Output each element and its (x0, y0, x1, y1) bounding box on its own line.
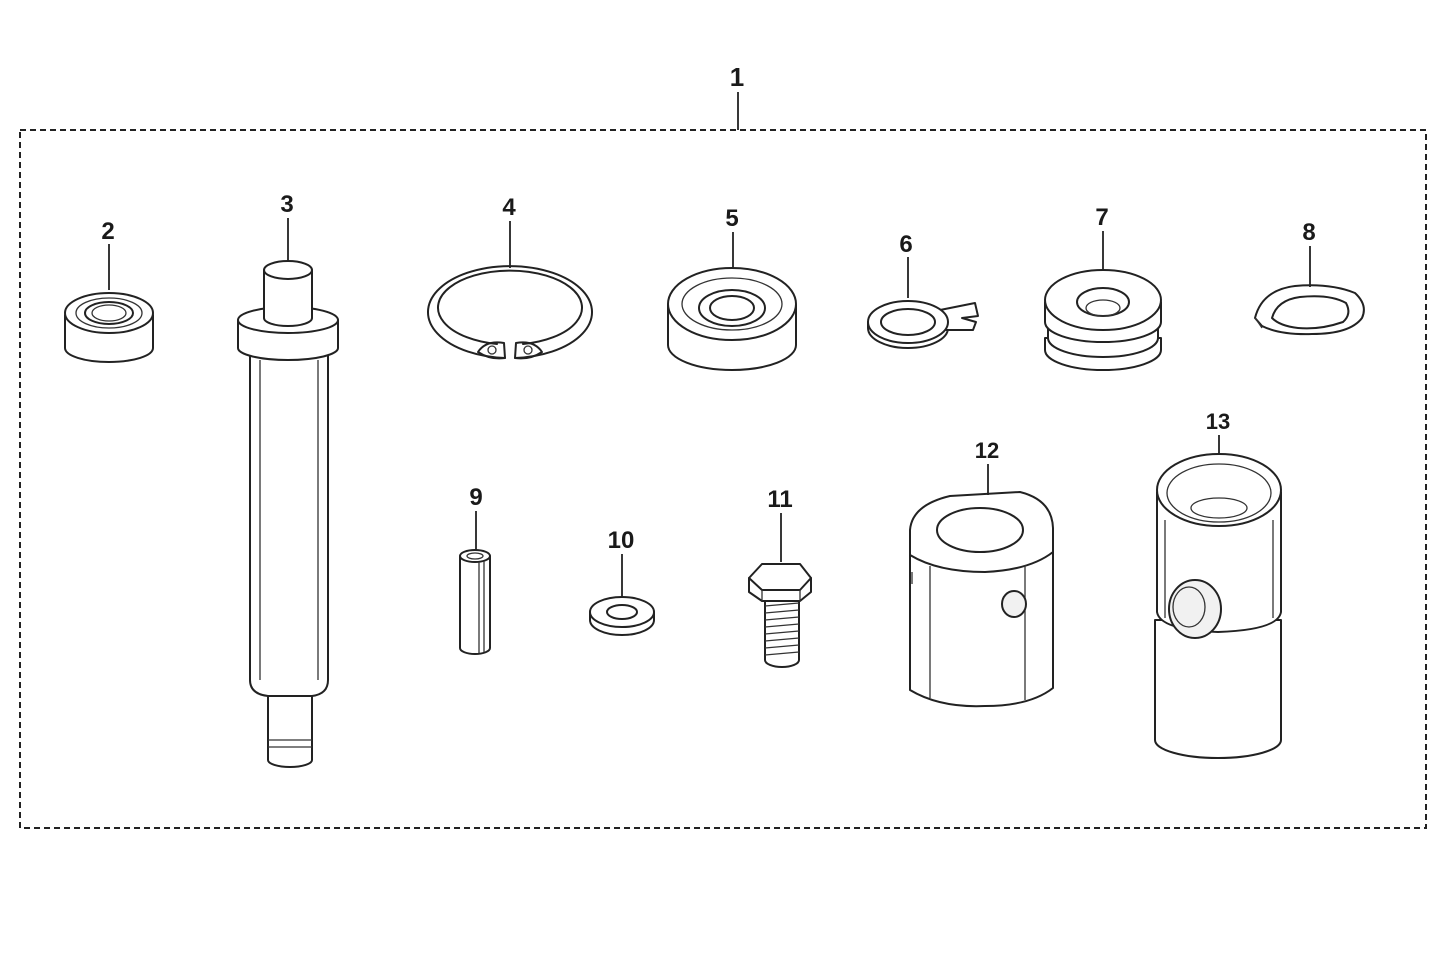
part-bearing-small (64, 292, 154, 363)
callout-7: 7 (1095, 204, 1108, 231)
callout-12: 12 (975, 438, 999, 463)
callout-10: 10 (608, 527, 635, 554)
kit-boundary (19, 129, 1427, 829)
callout-5: 5 (725, 205, 738, 232)
callout-4: 4 (502, 194, 516, 221)
callout-8: 8 (1302, 219, 1315, 246)
part-wave-washer (1254, 284, 1365, 336)
part-seal (1044, 269, 1162, 371)
callout-13: 13 (1206, 409, 1230, 434)
part-circlip (427, 265, 593, 360)
part-flat-washer (589, 596, 655, 636)
part-lock-washer (867, 300, 979, 349)
callout-11: 11 (767, 486, 792, 513)
callout-1: 1 (730, 62, 744, 92)
callout-6: 6 (899, 231, 912, 258)
part-roll-pin (459, 549, 491, 655)
callout-2: 2 (101, 218, 114, 245)
part-hex-bolt (748, 563, 812, 668)
part-bearing-large (667, 267, 797, 371)
part-cylinder-housing (1154, 453, 1282, 759)
part-shaft (237, 260, 339, 768)
callout-9: 9 (469, 484, 482, 511)
part-hex-coupling (909, 491, 1054, 708)
callout-3: 3 (280, 191, 293, 218)
